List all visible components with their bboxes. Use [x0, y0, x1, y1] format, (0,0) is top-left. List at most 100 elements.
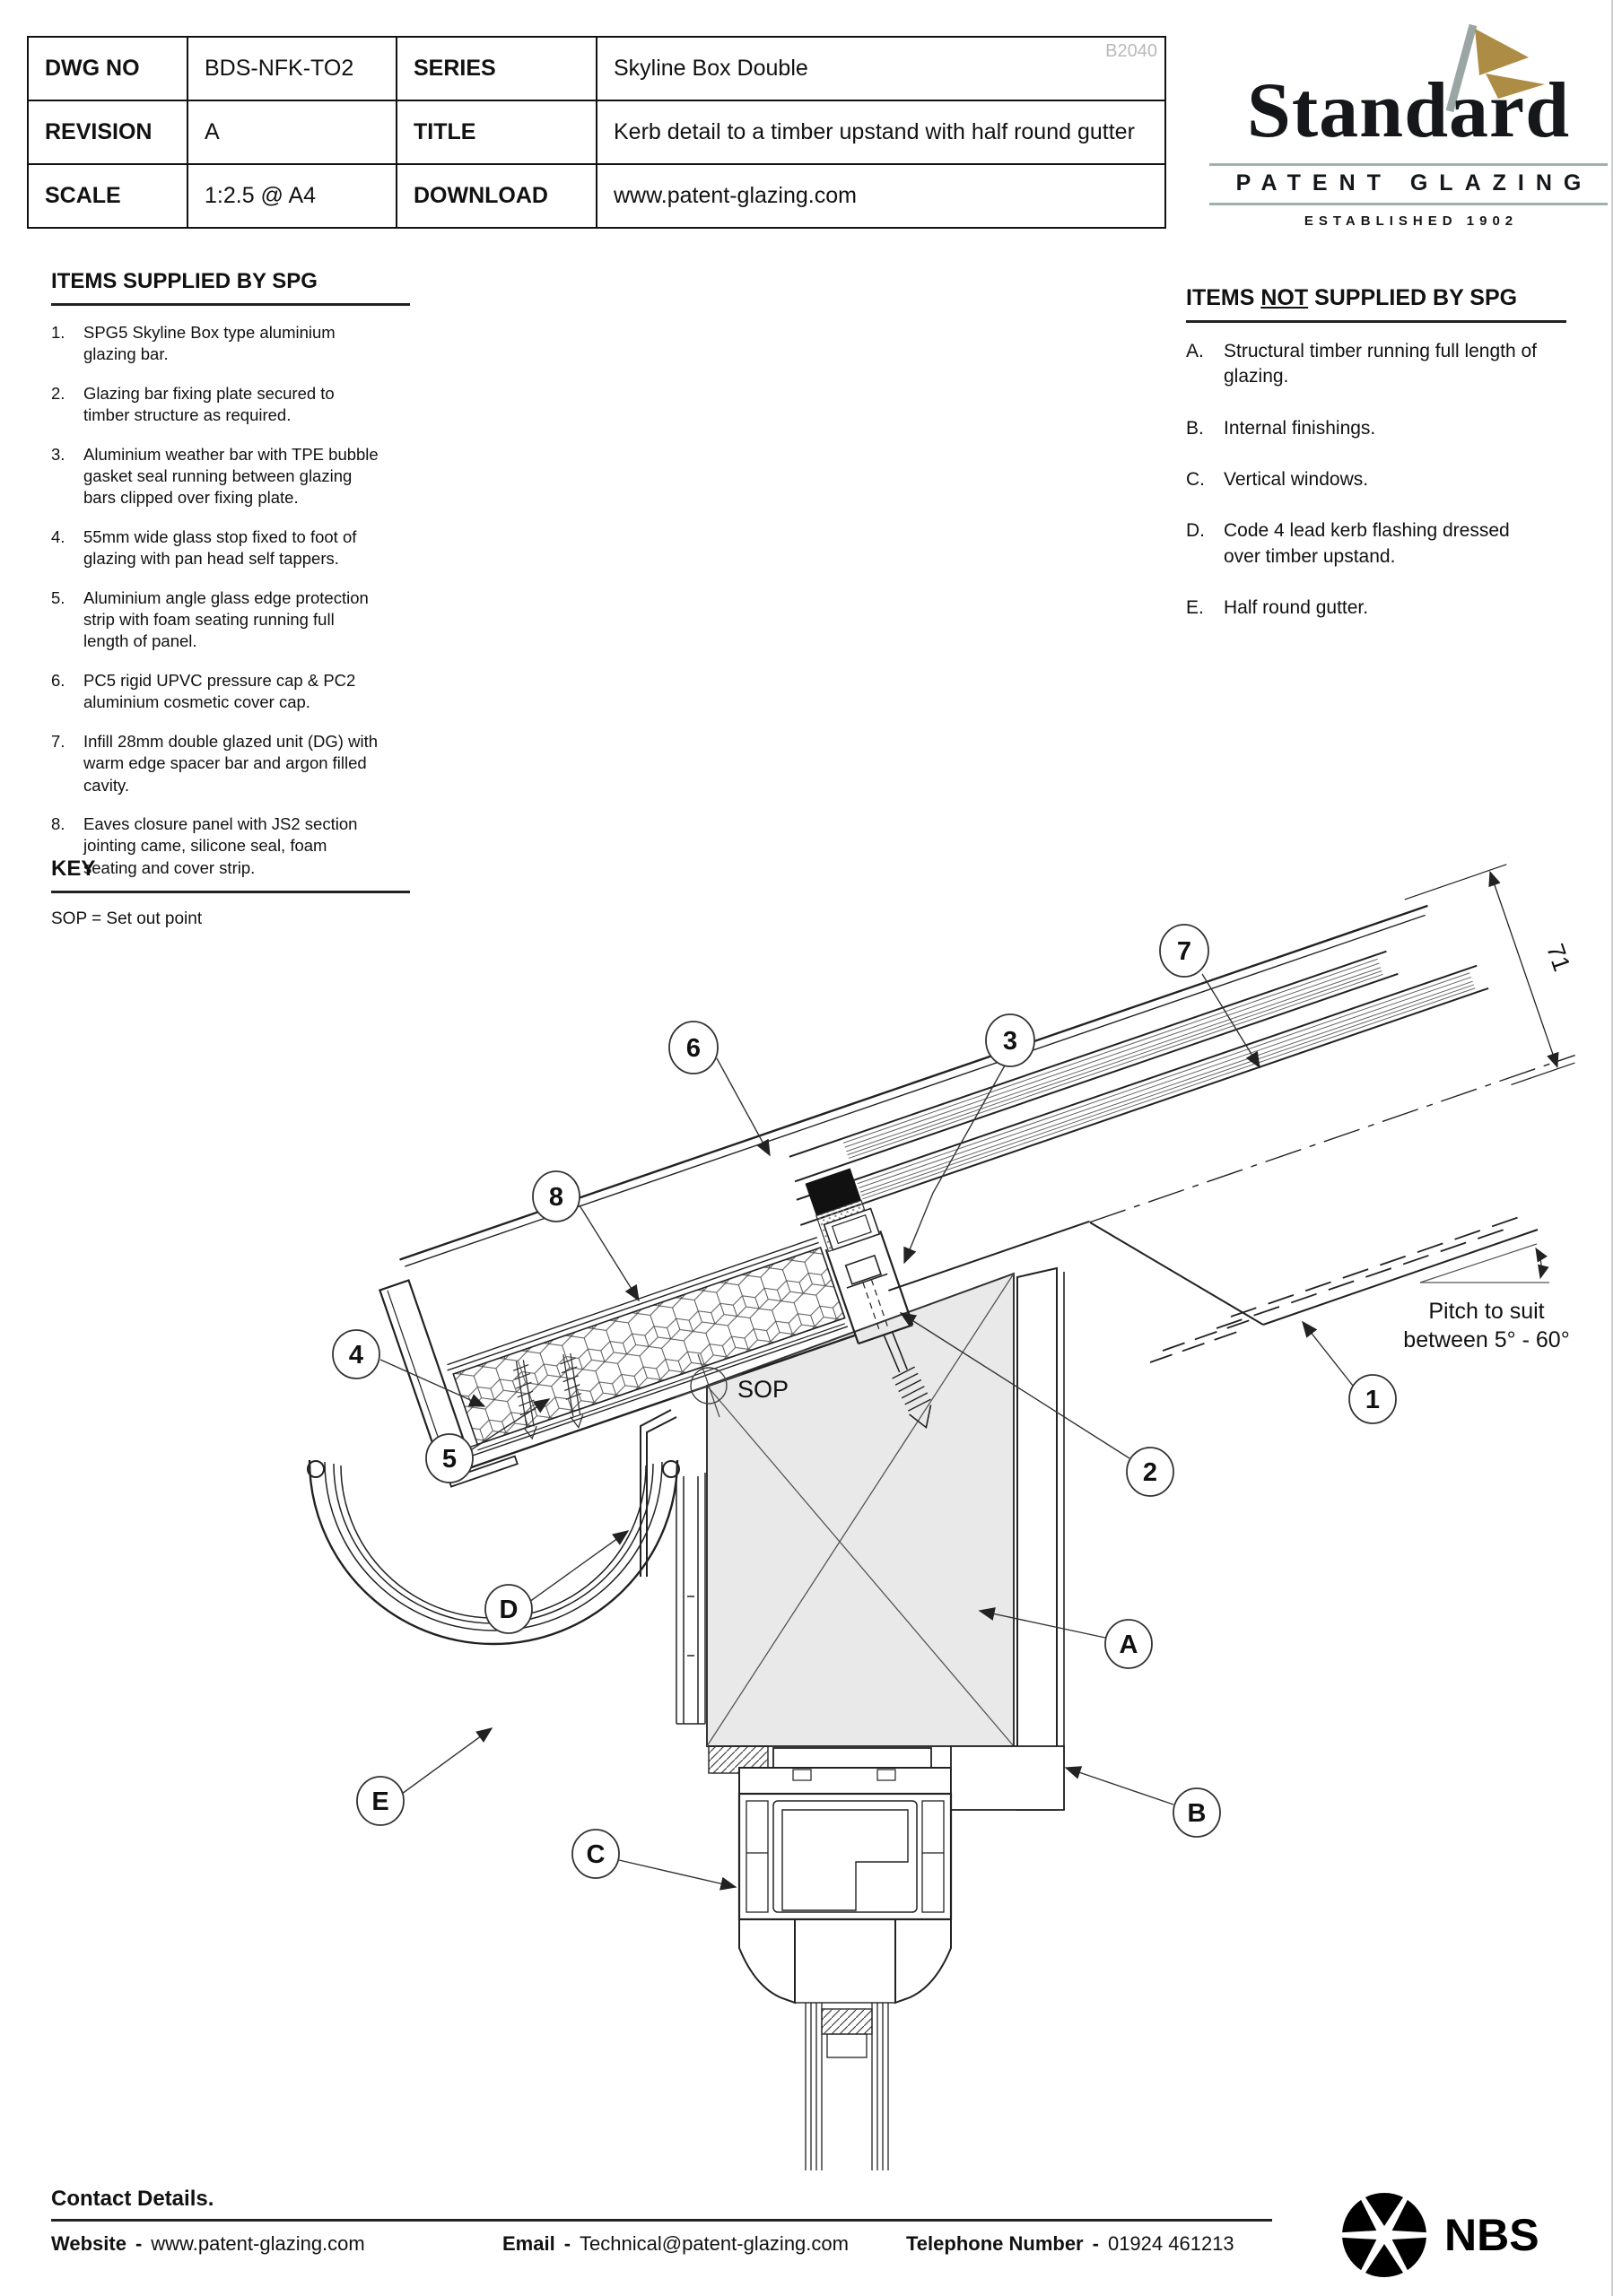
fixing-plate-channel: [824, 1230, 914, 1345]
separator: -: [135, 2232, 143, 2255]
double-glazed-unit: [789, 950, 1575, 1292]
phone-field: Telephone Number-01924 461213: [906, 2232, 1234, 2256]
email-field: Email-Technical@patent-glazing.com: [502, 2232, 906, 2256]
pitch-text-line1: Pitch to suit: [1428, 1299, 1544, 1324]
logo-rule-bottom: [1209, 203, 1608, 205]
callout-7: 7: [1159, 924, 1209, 978]
lead-flashing: [640, 1409, 677, 1577]
revision-label: REVISION: [27, 100, 188, 165]
callout-8: 8: [532, 1170, 580, 1222]
email-label: Email: [502, 2232, 555, 2255]
svg-text:7: 7: [1177, 937, 1191, 966]
callout-B: B: [1173, 1787, 1221, 1838]
vertical-window-section: [708, 1745, 1065, 2170]
item-letter: B.: [1186, 417, 1204, 439]
watermark-code: B2040: [1105, 41, 1157, 61]
flag-icon: [1445, 23, 1545, 113]
callout-C: C: [571, 1829, 620, 1879]
download-value: www.patent-glazing.com: [596, 163, 1166, 229]
phone-label: Telephone Number: [906, 2232, 1084, 2255]
svg-text:A: A: [1120, 1631, 1138, 1659]
item-number: 5.: [51, 587, 65, 607]
nbs-flower-icon: [1342, 2193, 1426, 2277]
roof-deck-lines: [1089, 1213, 1539, 1363]
nbs-label: NBS: [1444, 2210, 1539, 2260]
key-section: KEY SOP = Set out point: [51, 857, 410, 929]
series-value: Skyline Box Double B2040: [596, 36, 1166, 101]
items-supplied-rule: [51, 303, 410, 306]
item-text: SPG5 Skyline Box type aluminium glazing …: [83, 323, 336, 364]
svg-text:C: C: [587, 1840, 606, 1869]
website-value: www.patent-glazing.com: [151, 2232, 365, 2255]
svg-text:E: E: [371, 1787, 388, 1816]
heading-part: ITEMS: [1186, 285, 1261, 310]
item-text: 55mm wide glass stop fixed to foot of gl…: [83, 526, 357, 569]
contact-details-heading: Contact Details.: [51, 2187, 214, 2211]
logo-rule-top: [1209, 163, 1608, 166]
heading-not: NOT: [1260, 285, 1309, 310]
item-text: Infill 28mm double glazed unit (DG) with…: [83, 731, 379, 795]
item-number: 6.: [51, 670, 65, 690]
nbs-logo: NBS: [1335, 2183, 1539, 2287]
phone-value: 01924 461213: [1107, 2232, 1234, 2255]
svg-text:1: 1: [1365, 1386, 1380, 1414]
logo-subtitle: PATENT GLAZING: [1235, 170, 1593, 196]
supplied-item: 2.Glazing bar fixing plate secured to ti…: [51, 383, 410, 427]
not-supplied-item: A. Structural timber running full length …: [1186, 339, 1566, 390]
download-label: DOWNLOAD: [396, 163, 597, 229]
callout-A: A: [1104, 1619, 1153, 1669]
title-block-table: DWG NO BDS-NFK-TO2 SERIES Skyline Box Do…: [27, 36, 1166, 229]
scale-value: 1:2.5 @ A4: [187, 163, 397, 229]
item-letter: C.: [1186, 469, 1205, 491]
dimension-71-text: 71: [1541, 941, 1575, 975]
contact-details-rule: [51, 2219, 1272, 2222]
supplied-item: 4.55mm wide glass stop fixed to foot of …: [51, 526, 410, 570]
svg-text:2: 2: [1143, 1458, 1157, 1487]
title-block-row: SCALE 1:2.5 @ A4 DOWNLOAD www.patent-gla…: [27, 163, 1166, 229]
weather-bar-gasket: [805, 1168, 881, 1253]
contact-details-row: Website-www.patent-glazing.com Email-Tec…: [51, 2232, 1576, 2256]
item-text: Aluminium weather bar with TPE bubble ga…: [83, 444, 379, 508]
item-number: 3.: [51, 444, 65, 464]
callout-5: 5: [425, 1433, 474, 1483]
item-letter: D.: [1186, 520, 1205, 542]
item-text: Code 4 lead kerb flashing dressed over t…: [1224, 520, 1510, 567]
pitch-indicator: Pitch to suit between 5° - 60°: [1403, 1243, 1570, 1352]
dimension-71: [1404, 864, 1575, 1086]
svg-text:5: 5: [442, 1445, 457, 1474]
not-supplied-item: D. Code 4 lead kerb flashing dressed over…: [1186, 518, 1566, 570]
not-supplied-item: B.Internal finishings.: [1186, 416, 1566, 441]
gutter-bracket: [676, 1473, 706, 1725]
supplied-item: 1. SPG5 Skyline Box type aluminium glazin…: [51, 322, 410, 366]
item-text: PC5 rigid UPVC pressure cap & PC2 alumin…: [83, 670, 356, 712]
revision-value: A: [187, 100, 397, 165]
callout-1: 1: [1348, 1374, 1397, 1424]
callout-E: E: [356, 1776, 405, 1826]
pan-head-screws: [512, 1352, 584, 1440]
item-number: 1.: [51, 323, 65, 342]
svg-text:B: B: [1188, 1799, 1207, 1828]
item-letter: A.: [1186, 341, 1204, 361]
supplied-item: 7.Infill 28mm double glazed unit (DG) wi…: [51, 731, 410, 796]
key-rule: [51, 891, 410, 893]
fixing-screw: [883, 1332, 932, 1430]
glazing-assembly: 71: [378, 864, 1575, 1488]
supplied-item: 3. Aluminium weather bar with TPE bubble …: [51, 444, 410, 509]
key-entry: SOP = Set out point: [51, 909, 203, 928]
item-text: Structural timber running full length of…: [1224, 341, 1538, 387]
items-supplied-section: ITEMS SUPPLIED BY SPG 1.SPG5 Skyline Box…: [51, 269, 410, 896]
pitch-text-line2: between 5° - 60°: [1403, 1327, 1569, 1352]
callout-2: 2: [1126, 1447, 1174, 1497]
logo-established: ESTABLISHED 1902: [1304, 213, 1519, 229]
item-text: Eaves closure panel with JS2 section joi…: [83, 813, 358, 877]
item-text: Aluminium angle glass edge protection st…: [83, 587, 369, 651]
heading-part: SUPPLIED BY SPG: [1308, 285, 1518, 310]
page-edge: [1611, 0, 1613, 2296]
svg-text:8: 8: [549, 1183, 563, 1212]
item-text: Vertical windows.: [1224, 469, 1369, 491]
svg-text:D: D: [500, 1596, 519, 1624]
items-not-supplied-section: ITEMS NOT SUPPLIED BY SPG A. Structural t…: [1186, 285, 1566, 647]
item-number: 2.: [51, 383, 65, 403]
